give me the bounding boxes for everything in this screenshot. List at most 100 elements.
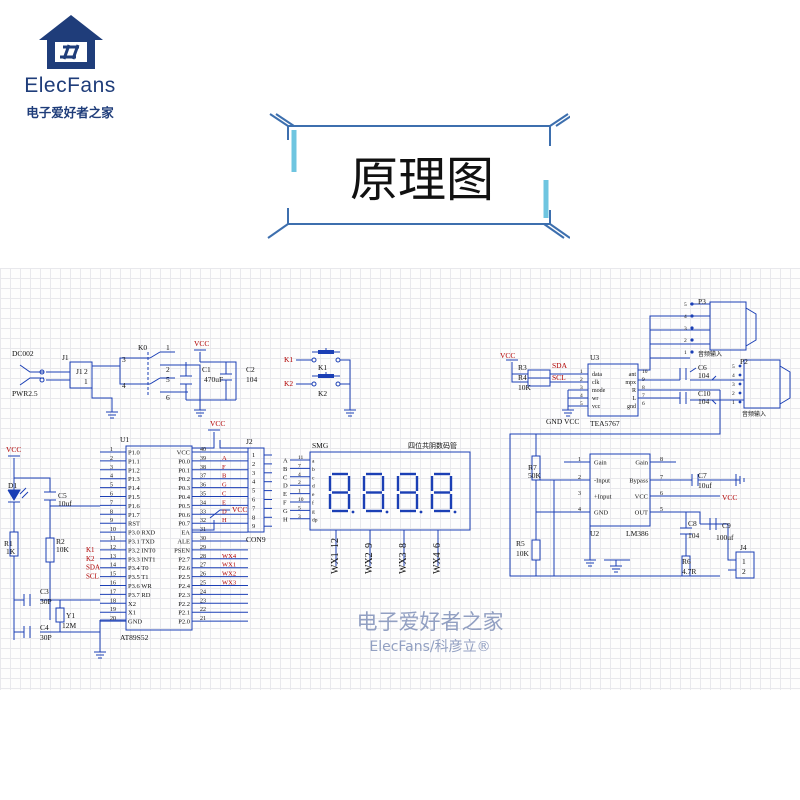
- mcu-pin-name-15: P3.5 T1: [128, 574, 148, 581]
- smg-digit-pin-9: 9: [364, 543, 375, 548]
- logo-name: ElecFans: [24, 74, 116, 97]
- r1-symbol: [9, 531, 19, 557]
- c8-label: C8: [688, 519, 697, 528]
- mcu-pin-name-29: PSEN: [174, 547, 190, 554]
- mcu-pin-num-5: 5: [110, 483, 113, 489]
- mcu-net-k1: K1: [86, 546, 95, 554]
- mcu-pin-num-3: 3: [110, 465, 113, 471]
- mcu-net-wx4: WX4: [222, 553, 237, 560]
- mcu-pin-num-14: 14: [110, 563, 116, 569]
- mcu-net-d: D: [222, 508, 227, 515]
- j2-pin-1: 1: [252, 452, 255, 459]
- smg-seg-pin-2: 2: [298, 480, 301, 486]
- c6-value: 104: [698, 371, 710, 380]
- u3-pin-name-ant: ant: [629, 372, 637, 378]
- watermark-line-2: ElecFans/科彦立®: [369, 639, 491, 655]
- smg-seg-name-c: c: [312, 475, 315, 481]
- r1-label: R1: [4, 539, 13, 548]
- mcu-pin-num-36: 36: [200, 483, 206, 489]
- smg-digit-1: [328, 472, 355, 514]
- k2-ref: K2: [318, 389, 327, 398]
- mcu-vcc-wire: [192, 429, 220, 449]
- u2-pin-name-4: GND: [594, 510, 608, 517]
- k0-pin-6: 6: [166, 393, 170, 402]
- mcu-pin-name-35: P0.4: [178, 494, 190, 501]
- mcu-pin-name-23: P2.2: [178, 601, 190, 608]
- j4-pin-2: 2: [742, 567, 746, 576]
- c7-value: 10uf: [698, 481, 712, 490]
- mcu-net-f: F: [222, 464, 226, 471]
- mcu-pin-name-6: P1.5: [128, 494, 140, 501]
- j2-pin-6: 6: [252, 497, 256, 504]
- p3-pin-5: 5: [684, 302, 687, 308]
- power-vcc-label: VCC: [194, 339, 209, 348]
- u3-pin-num-6: 6: [642, 401, 645, 407]
- mcu-pin-num-40: 40: [200, 447, 206, 453]
- u3-pin-name-mpx: mpx: [625, 380, 636, 386]
- smg-seg-letter-B: B: [283, 466, 288, 473]
- r5-value: 10K: [516, 549, 530, 558]
- c3-value: 30P: [40, 597, 52, 606]
- r7-value: 50K: [528, 471, 542, 480]
- mcu-pin-name-1: P1.0: [128, 450, 140, 457]
- mcu-pin-num-17: 17: [110, 589, 116, 595]
- c5-value: 10uf: [58, 499, 72, 508]
- c7-label: C7: [698, 471, 707, 480]
- mcu-pin-name-8: P1.7: [128, 512, 140, 519]
- c3-label: C3: [40, 587, 49, 596]
- smg-digit-pin-6: 6: [432, 543, 443, 548]
- r6-symbol: [681, 555, 691, 577]
- u3-pin-num-7: 7: [642, 393, 645, 399]
- mcu-pin-num-38: 38: [200, 465, 206, 471]
- mcu-pin-name-16: P3.6 WR: [128, 583, 152, 590]
- smg-seg-letter-H: H: [283, 516, 288, 523]
- mcu-pin-num-9: 9: [110, 518, 113, 524]
- key-k2: [296, 372, 350, 387]
- mcu-pin-num-34: 34: [200, 500, 206, 506]
- u2-label: U2: [590, 529, 599, 538]
- r2-value: 10K: [56, 545, 70, 554]
- u1-label: U1: [120, 435, 129, 444]
- radio-vcc-label: VCC: [500, 351, 515, 360]
- smg-digit-net-wx4: WX4: [432, 552, 443, 574]
- mcu-pin-num-21: 21: [200, 616, 206, 622]
- c6-label: C6: [698, 363, 707, 372]
- mcu-pin-name-13: P3.3 INT1: [128, 556, 155, 563]
- u1-part: AT89S52: [120, 633, 149, 642]
- j4-label: J4: [740, 543, 747, 552]
- u2-part: LM386: [626, 529, 649, 538]
- mcu-net-sda: SDA: [86, 564, 100, 572]
- p2-caption-2: 音频输入: [742, 410, 766, 418]
- smg-seg-letter-G: G: [283, 508, 288, 515]
- r4-label: R4: [518, 373, 527, 382]
- u3-pin-num-9: 9: [642, 377, 645, 383]
- mcu-pin-num-39: 39: [200, 456, 206, 462]
- smg-seg-pin-7: 7: [298, 463, 301, 469]
- mcu-net-wx1: WX1: [222, 562, 236, 569]
- r2-symbol: [45, 537, 55, 563]
- jack-p2: [743, 359, 781, 409]
- mcu-pin-num-28: 28: [200, 554, 206, 560]
- p2-pin-dot-1: [738, 400, 742, 404]
- u2-pin-num-7: 7: [660, 475, 663, 481]
- u3-part: TEA5767: [590, 419, 620, 428]
- smg-seg-name-g: g: [312, 509, 315, 515]
- smg-seg-pin-10: 10: [298, 497, 304, 503]
- mcu-pin-name-3: P1.2: [128, 467, 140, 474]
- c1-symbol: [180, 375, 192, 385]
- c2-value: 104: [246, 375, 258, 384]
- smg-seg-letter-E: E: [283, 491, 287, 498]
- mcu-pin-name-17: P3.7 RD: [128, 592, 151, 599]
- r4-value: 10K: [518, 383, 532, 392]
- j2-pin-7: 7: [252, 505, 256, 512]
- mcu-pin-name-2: P1.1: [128, 458, 140, 465]
- r6-value: 4.7R: [682, 567, 696, 576]
- mcu-pin-name-38: P0.1: [178, 467, 190, 474]
- mcu-pin-num-31: 31: [200, 527, 206, 533]
- u3-pin-num-10: 10: [642, 369, 648, 375]
- mcu-pin-num-6: 6: [110, 492, 113, 498]
- k0-pin-4: 4: [122, 381, 126, 390]
